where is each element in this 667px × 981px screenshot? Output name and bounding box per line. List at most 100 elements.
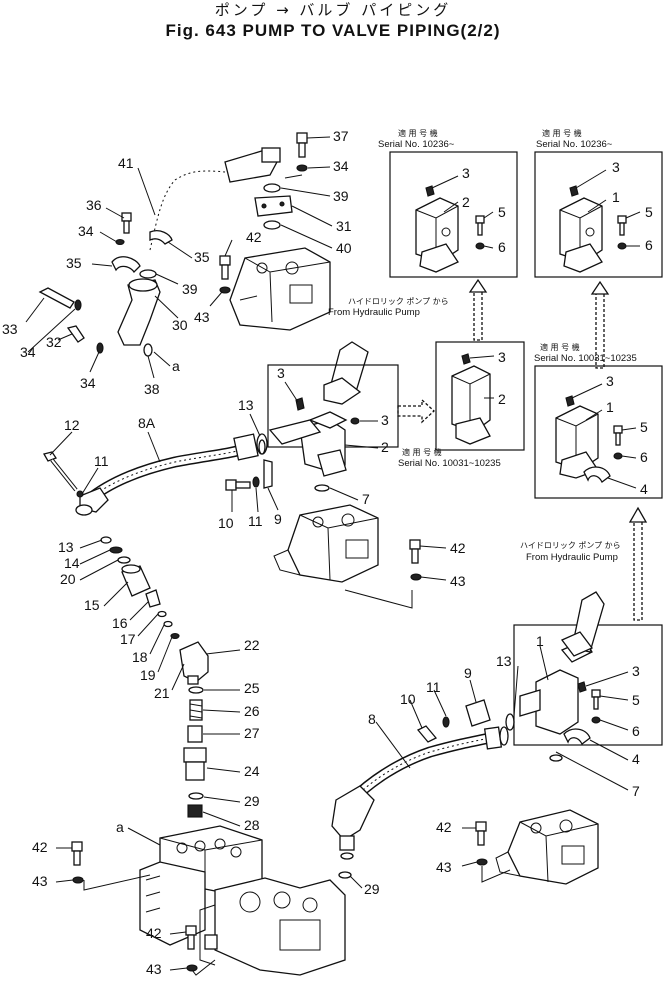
labels-left-column: 13 14 20 15 16 17 18 19 21 22 25 26 27 2… [58,539,260,833]
applicable-models-note: 適 用 号 機 [540,342,580,352]
label-13: 13 [496,653,512,669]
label-5: 5 [640,419,648,435]
label-42: 42 [146,925,162,941]
label-13: 13 [58,539,74,555]
label-19: 19 [140,667,156,683]
label-39: 39 [182,281,198,297]
title-english: Fig. 643 PUMP TO VALVE PIPING(2/2) [165,21,500,40]
hydraulic-pump-note-upper: ハイドロリック ポンプ から From Hydraulic Pump [323,297,449,405]
label-a: a [116,819,124,835]
label-31: 31 [336,218,352,234]
main-control-valve-bottom: a 42 43 42 43 29 [32,819,380,977]
label-36: 36 [86,197,102,213]
label-41: 41 [118,155,134,171]
label-2: 2 [381,439,389,455]
label-5: 5 [632,692,640,708]
label-43: 43 [436,859,452,875]
label-1: 1 [606,399,614,415]
label-5: 5 [498,204,506,220]
label-2: 2 [462,194,470,210]
label-10: 10 [400,691,416,707]
serial-number: Serial No. 10031~10235 [398,458,501,469]
label-27: 27 [244,725,260,741]
from-pump-english: From Hydraulic Pump [526,552,618,563]
label-6: 6 [498,239,506,255]
label-21: 21 [154,685,170,701]
label-7: 7 [632,783,640,799]
label-3: 3 [462,165,470,181]
serial-box-2: 適 用 号 機 Serial No. 10236~ 3 1 5 6 [534,128,663,278]
label-42: 42 [246,229,262,245]
labels-middle-left: 12 11 8A 13 7 10 11 9 [64,397,370,531]
serial-number: Serial No. 10236~ [378,139,455,150]
serial-number: Serial No. 10236~ [536,139,613,150]
label-33: 33 [2,321,18,337]
label-2: 2 [498,391,506,407]
label-34: 34 [333,158,349,174]
label-1: 1 [612,189,620,205]
arrows-to-serial-boxes [397,278,648,621]
label-29: 29 [364,881,380,897]
label-8: 8 [368,711,376,727]
fitting-stack-left [79,536,241,827]
serial-box-1: 適 用 号 機 Serial No. 10236~ 3 2 5 6 [378,128,518,278]
control-valve-bottom-right: 42 43 [436,754,599,885]
label-6: 6 [640,449,648,465]
label-4: 4 [640,481,648,497]
middle-control-valve: 42 43 [273,484,466,609]
label-9: 9 [464,665,472,681]
label-24: 24 [244,763,260,779]
label-18: 18 [132,649,148,665]
label-28: 28 [244,817,260,833]
labels-upper-left: 37 34 39 31 40 41 36 34 35 35 42 39 43 3… [2,128,352,397]
leaders-upper-left [25,136,333,379]
label-43: 43 [32,873,48,889]
label-39: 39 [333,188,349,204]
label-26: 26 [244,703,260,719]
label-11: 11 [248,513,263,529]
title-japanese: ポンプ → バルブ パイピング [215,1,451,19]
label-17: 17 [120,631,136,647]
label-16: 16 [112,615,128,631]
applicable-models-note: 適 用 号 機 [542,128,582,138]
label-3: 3 [381,412,389,428]
label-7: 7 [362,491,370,507]
label-35: 35 [66,255,82,271]
label-35: 35 [194,249,210,265]
label-1: 1 [536,633,544,649]
label-42: 42 [450,540,466,556]
label-9: 9 [274,511,282,527]
serial-number: Serial No. 10031~10235 [534,353,637,364]
label-15: 15 [84,597,100,613]
applicable-models-note: 適 用 号 機 [398,128,438,138]
serial-box-4: 適 用 号 機 Serial No. 10031~10235 3 1 5 6 4 [534,342,663,499]
label-38: 38 [144,381,160,397]
label-25: 25 [244,680,260,696]
label-12: 12 [64,417,80,433]
hose-8-assembly: ハイドロリック ポンプ から From Hydraulic Pump 13 1 … [331,541,663,860]
label-30: 30 [172,317,188,333]
label-6: 6 [632,723,640,739]
label-11: 11 [426,679,441,695]
label-42: 42 [436,819,452,835]
label-a: a [172,358,180,374]
label-20: 20 [60,571,76,587]
label-42: 42 [32,839,48,855]
label-34: 34 [78,223,94,239]
from-pump-japanese: ハイドロリック ポンプ から [348,297,449,306]
label-13: 13 [238,397,254,413]
label-29: 29 [244,793,260,809]
label-37: 37 [333,128,349,144]
label-43: 43 [450,573,466,589]
label-3: 3 [632,663,640,679]
label-40: 40 [336,240,352,256]
label-3: 3 [498,349,506,365]
label-43: 43 [146,961,162,977]
applicable-models-note: 適 用 号 機 [402,447,442,457]
label-3: 3 [277,365,285,381]
label-11: 11 [94,453,109,469]
label-4: 4 [632,751,640,767]
label-3: 3 [612,159,620,175]
hose-8a-assembly [43,419,322,516]
